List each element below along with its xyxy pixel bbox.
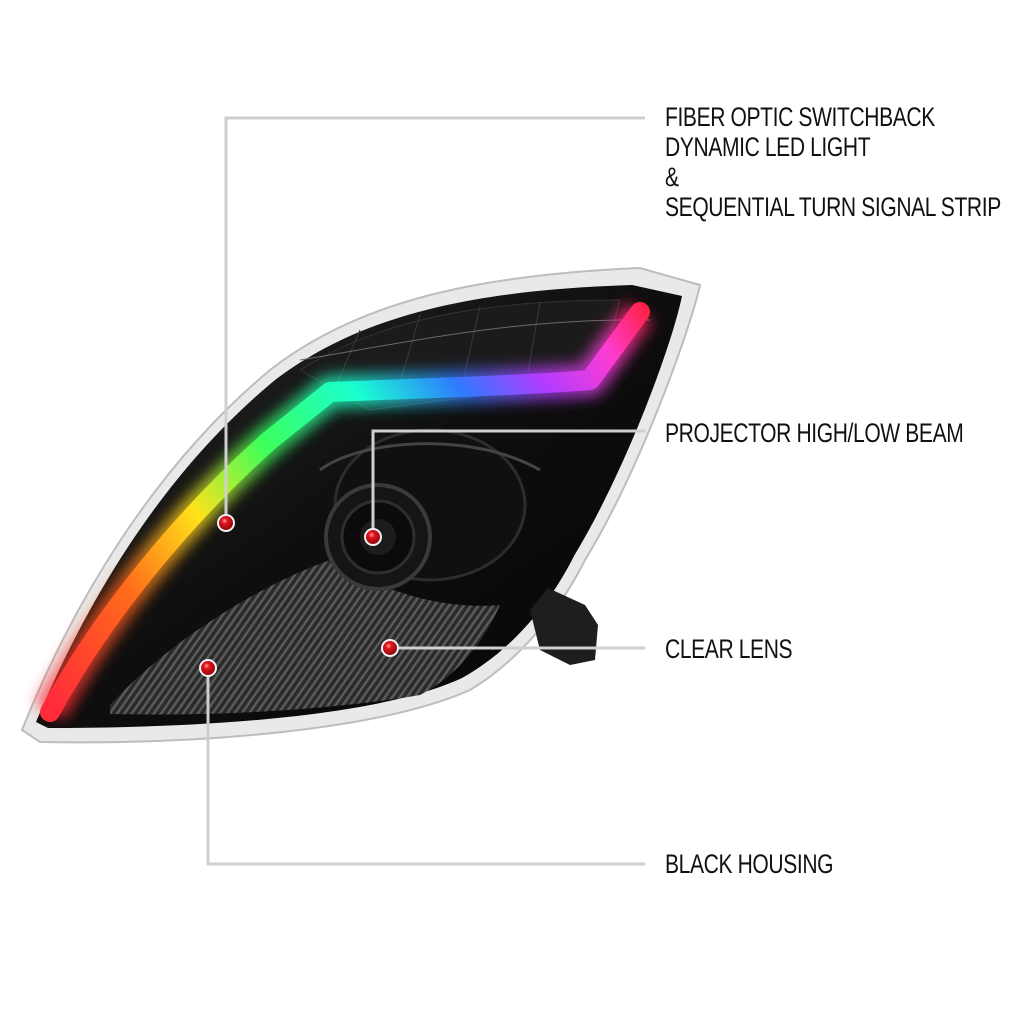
callout-dot-clear-lens (381, 639, 399, 657)
callout-line: SEQUENTIAL TURN SIGNAL STRIP (665, 192, 1001, 222)
callout-line: & (665, 162, 679, 192)
mount-bracket (530, 588, 598, 665)
callout-line: CLEAR LENS (665, 634, 793, 664)
callout-label-fiber-optic: FIBER OPTIC SWITCHBACK DYNAMIC LED LIGHT… (665, 102, 1001, 222)
callout-dot-projector (364, 528, 382, 546)
leader-line-black-housing (206, 668, 645, 866)
callout-line: DYNAMIC LED LIGHT (665, 132, 871, 162)
callout-line: PROJECTOR HIGH/LOW BEAM (665, 418, 964, 448)
led-switchback-strip (40, 302, 650, 722)
callout-label-clear-lens: CLEAR LENS (665, 634, 793, 664)
callout-dot-black-housing (199, 659, 217, 677)
callout-dot-fiber-optic (217, 514, 235, 532)
callout-line: BLACK HOUSING (665, 849, 834, 879)
callout-label-black-housing: BLACK HOUSING (665, 849, 834, 879)
callout-label-projector: PROJECTOR HIGH/LOW BEAM (665, 418, 964, 448)
leader-line-fiber-optic (224, 116, 645, 523)
leader-line-projector (371, 429, 645, 537)
callout-line: FIBER OPTIC SWITCHBACK (665, 102, 935, 132)
leader-lines (206, 116, 645, 866)
